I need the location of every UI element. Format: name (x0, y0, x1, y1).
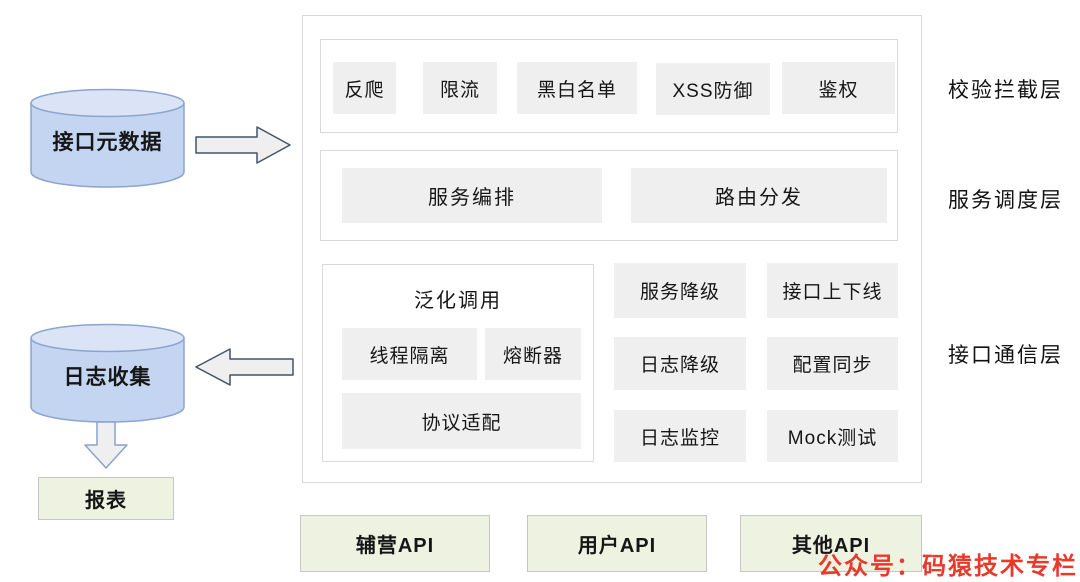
black-white-list-chip: 黑白名单 (517, 62, 637, 114)
service-degrade-chip: 服务降级 (614, 263, 746, 318)
layer-label-validation: 校验拦截层 (948, 79, 1063, 102)
metadata-database: 接口元数据 (30, 88, 185, 188)
metadata-database-label: 接口元数据 (52, 131, 163, 154)
report-box: 报表 (38, 477, 174, 520)
arrow-right-icon (195, 126, 291, 164)
database-cylinder-icon (30, 323, 185, 423)
user-api-box: 用户API (527, 515, 707, 572)
layer-label-scheduling: 服务调度层 (948, 189, 1063, 212)
log-database-label: 日志收集 (63, 366, 152, 389)
arrow-down-icon (84, 421, 128, 469)
mock-test-chip: Mock测试 (767, 410, 898, 462)
rate-limit-chip: 限流 (423, 62, 497, 114)
xss-defense-chip: XSS防御 (656, 63, 770, 115)
log-monitor-chip: 日志监控 (614, 410, 746, 462)
auth-chip: 鉴权 (782, 62, 895, 114)
config-sync-chip: 配置同步 (767, 337, 898, 390)
log-degrade-chip: 日志降级 (614, 337, 746, 390)
api-online-offline-chip: 接口上下线 (767, 263, 898, 318)
service-orchestration-box: 服务编排 (342, 168, 602, 223)
auxiliary-api-box: 辅营API (300, 515, 490, 572)
layer-label-communication: 接口通信层 (948, 344, 1063, 367)
watermark-text: 公众号：码猿技术专栏 (818, 554, 1078, 580)
generic-invoke-title: 泛化调用 (414, 290, 502, 312)
circuit-breaker-chip: 熔断器 (485, 328, 581, 380)
protocol-adapter-chip: 协议适配 (342, 393, 581, 449)
log-database: 日志收集 (30, 323, 185, 423)
anti-crawl-chip: 反爬 (333, 62, 396, 114)
database-cylinder-icon (30, 88, 185, 188)
thread-isolation-chip: 线程隔离 (342, 328, 477, 380)
route-dispatch-box: 路由分发 (631, 168, 887, 223)
other-api-box: 其他API (740, 515, 922, 572)
arrow-left-icon (195, 348, 294, 386)
